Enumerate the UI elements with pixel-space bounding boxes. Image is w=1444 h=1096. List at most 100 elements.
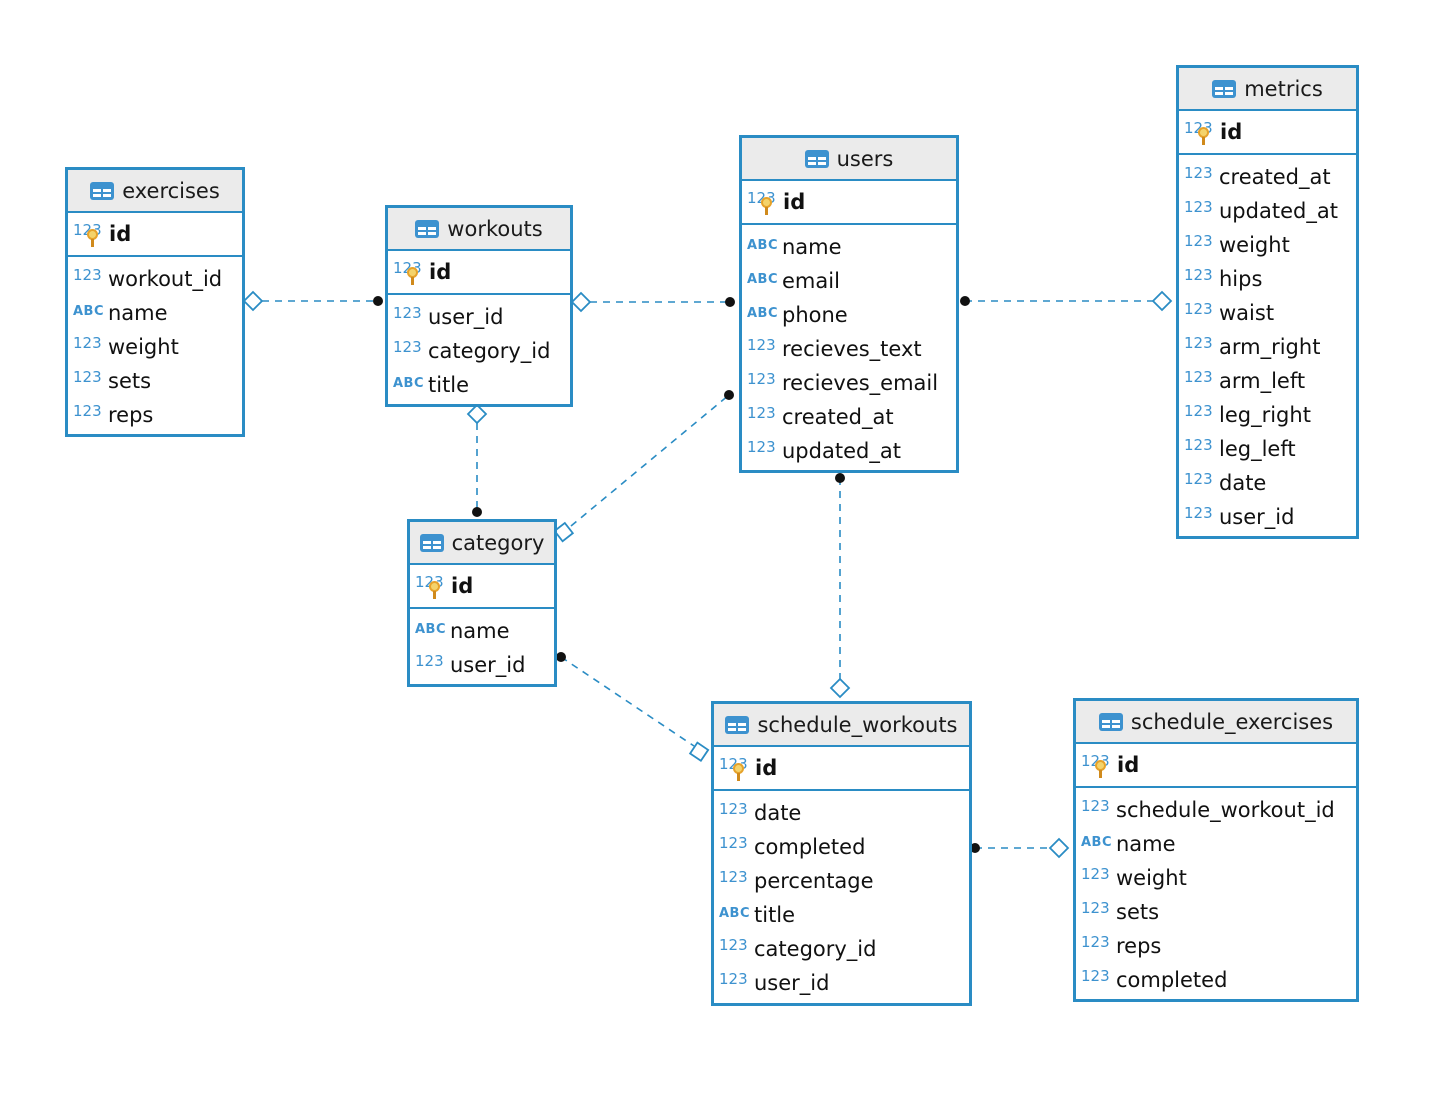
link-end-dot bbox=[970, 843, 980, 853]
column-name: phone bbox=[782, 303, 848, 327]
table-header[interactable]: schedule_exercises bbox=[1076, 701, 1356, 744]
column-name: hips bbox=[1219, 267, 1263, 291]
numeric-type-icon: 123 bbox=[73, 402, 102, 420]
numeric-type-icon: 123 bbox=[393, 304, 422, 322]
primary-key-row[interactable]: 123 id bbox=[388, 251, 570, 295]
table-schedule-exercises[interactable]: schedule_exercises 123 id 123 schedule_wo… bbox=[1073, 698, 1359, 1002]
primary-key-row[interactable]: 123 id bbox=[714, 747, 969, 791]
numeric-type-icon: 123 bbox=[1081, 899, 1110, 917]
link-end-diamond bbox=[570, 291, 592, 313]
column-name: created_at bbox=[1219, 165, 1331, 189]
table-header[interactable]: schedule_workouts bbox=[714, 704, 969, 747]
table-header[interactable]: exercises bbox=[68, 170, 242, 213]
link-category-users bbox=[570, 394, 730, 527]
text-type-icon: ABC bbox=[747, 272, 779, 287]
column-name: name bbox=[1116, 832, 1176, 856]
column-name: schedule_workout_id bbox=[1116, 798, 1335, 822]
column-name: waist bbox=[1219, 301, 1275, 325]
primary-key-icon: 123 bbox=[393, 259, 427, 285]
column-name: reps bbox=[1116, 934, 1162, 958]
column-name: user_id bbox=[754, 971, 830, 995]
column-name: recieves_email bbox=[782, 371, 939, 395]
text-type-icon: ABC bbox=[747, 306, 779, 321]
text-type-icon: ABC bbox=[747, 238, 779, 253]
primary-key-row[interactable]: 123 id bbox=[410, 565, 554, 609]
primary-key-row[interactable]: 123 id bbox=[68, 213, 242, 257]
table-icon bbox=[415, 219, 440, 238]
column-row[interactable]: 123 weight bbox=[68, 330, 242, 364]
numeric-type-icon: 123 bbox=[415, 652, 444, 670]
column-name: weight bbox=[108, 335, 179, 359]
numeric-type-icon: 123 bbox=[1184, 198, 1213, 216]
numeric-type-icon: 123 bbox=[1081, 933, 1110, 951]
text-type-icon: ABC bbox=[73, 304, 105, 319]
table-icon bbox=[1098, 712, 1123, 731]
column-row[interactable]: 123 reps bbox=[1076, 929, 1356, 963]
primary-key-row[interactable]: 123 id bbox=[1179, 111, 1356, 155]
link-end-square bbox=[688, 741, 710, 762]
table-header[interactable]: workouts bbox=[388, 208, 570, 251]
primary-key-icon: 123 bbox=[415, 573, 449, 599]
numeric-type-icon: 123 bbox=[73, 334, 102, 352]
primary-key-row[interactable]: 123 id bbox=[1076, 744, 1356, 788]
table-header[interactable]: category bbox=[410, 522, 554, 565]
table-header[interactable]: users bbox=[742, 138, 956, 181]
numeric-type-icon: 123 bbox=[1081, 797, 1110, 815]
column-row[interactable]: 123 schedule_workout_id bbox=[1076, 793, 1356, 827]
link-end-diamond bbox=[1151, 290, 1173, 312]
numeric-type-icon: 123 bbox=[719, 936, 748, 954]
numeric-type-icon: 123 bbox=[1184, 232, 1213, 250]
primary-key-row[interactable]: 123 id bbox=[742, 181, 956, 225]
column-name: date bbox=[1219, 471, 1267, 495]
primary-key-icon: 123 bbox=[747, 189, 781, 215]
column-name: email bbox=[782, 269, 840, 293]
table-header[interactable]: metrics bbox=[1179, 68, 1356, 111]
numeric-type-icon: 123 bbox=[747, 336, 776, 354]
